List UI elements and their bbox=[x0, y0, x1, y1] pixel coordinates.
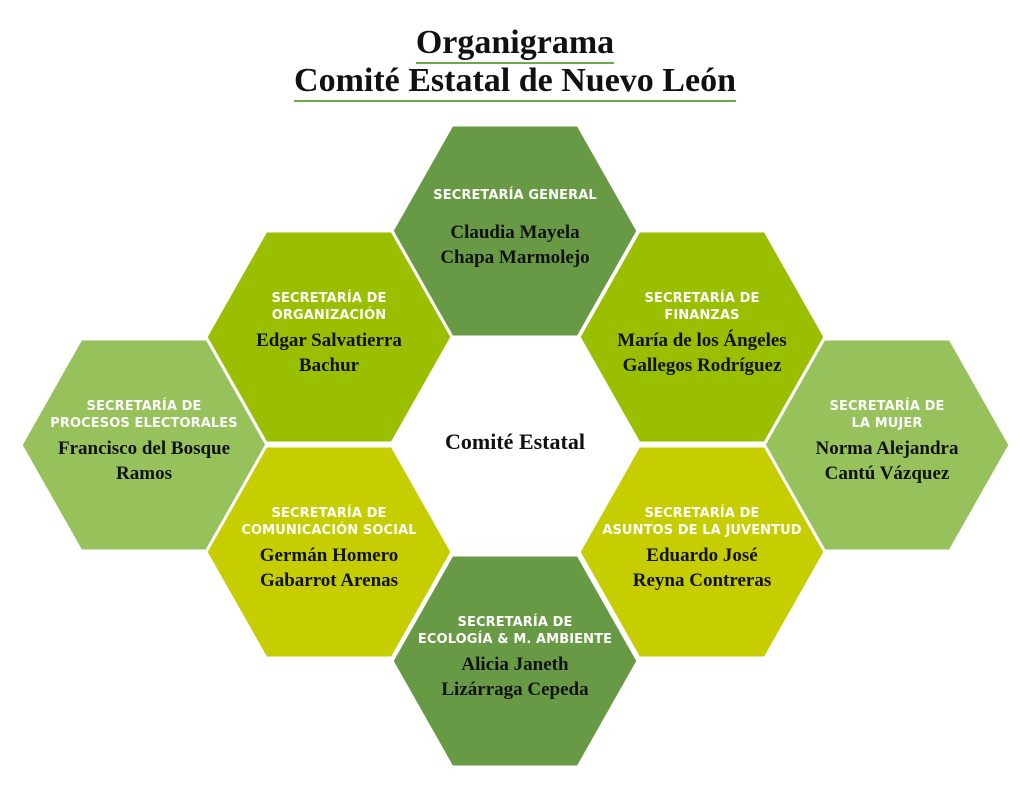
hexagon-ecologia bbox=[390, 553, 640, 769]
title-line-2: Comité Estatal de Nuevo León bbox=[0, 64, 1030, 102]
title-organigrama: Organigrama bbox=[415, 26, 615, 64]
hexagon-finanzas bbox=[577, 229, 827, 445]
hexagon-comunicacion-social bbox=[204, 444, 454, 660]
center-label-comite-estatal: Comité Estatal bbox=[445, 429, 585, 454]
title-line-1: Organigrama bbox=[0, 26, 1030, 64]
hexagon-asuntos-juventud bbox=[577, 444, 827, 660]
title-committee-name: Comité Estatal de Nuevo León bbox=[294, 64, 736, 102]
